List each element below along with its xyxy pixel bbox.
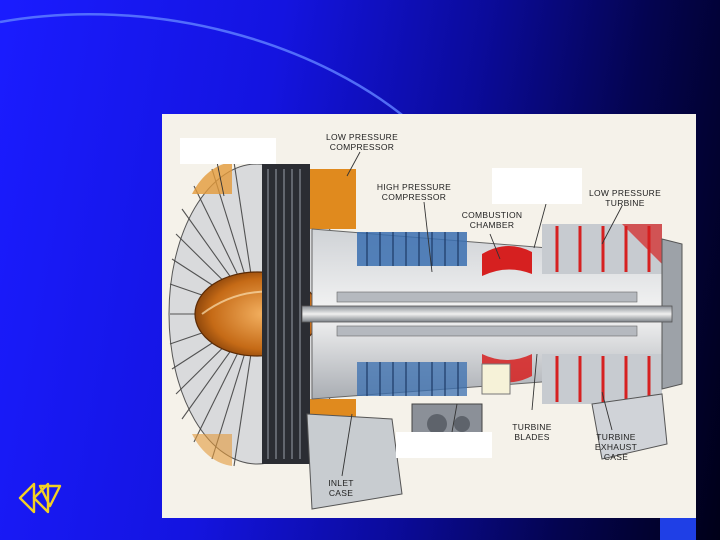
label-combustion-chamber: COMBUSTION CHAMBER (461, 210, 523, 230)
main-shaft (301, 305, 673, 323)
leader-lines (216, 151, 623, 477)
blank-label-box (396, 432, 492, 458)
label-high-pressure-compressor: HIGH PRESSURE COMPRESSOR (376, 182, 452, 202)
turbine-exhaust-case-section (591, 393, 668, 460)
blank-label-box (180, 138, 276, 164)
label-low-pressure-turbine: LOW PRESSURE TURBINE (588, 188, 662, 208)
previous-slide-icon[interactable] (16, 478, 64, 518)
engine-cutaway-diagram: LOW PRESSURE COMPRESSOR HIGH PRESSURE CO… (162, 114, 696, 518)
low-pressure-turbine-stage (542, 224, 662, 404)
blank-label-box (492, 168, 582, 204)
label-turbine-exhaust-case: TURBINE EXHAUST CASE (594, 432, 638, 462)
label-low-pressure-compressor: LOW PRESSURE COMPRESSOR (325, 132, 399, 152)
high-pressure-compressor-stage (357, 232, 467, 396)
engine-cutaway-illustration (168, 151, 683, 510)
label-inlet-case: INLET CASE (328, 478, 354, 498)
label-turbine-blades: TURBINE BLADES (512, 422, 552, 442)
inlet-case-section (306, 413, 403, 510)
